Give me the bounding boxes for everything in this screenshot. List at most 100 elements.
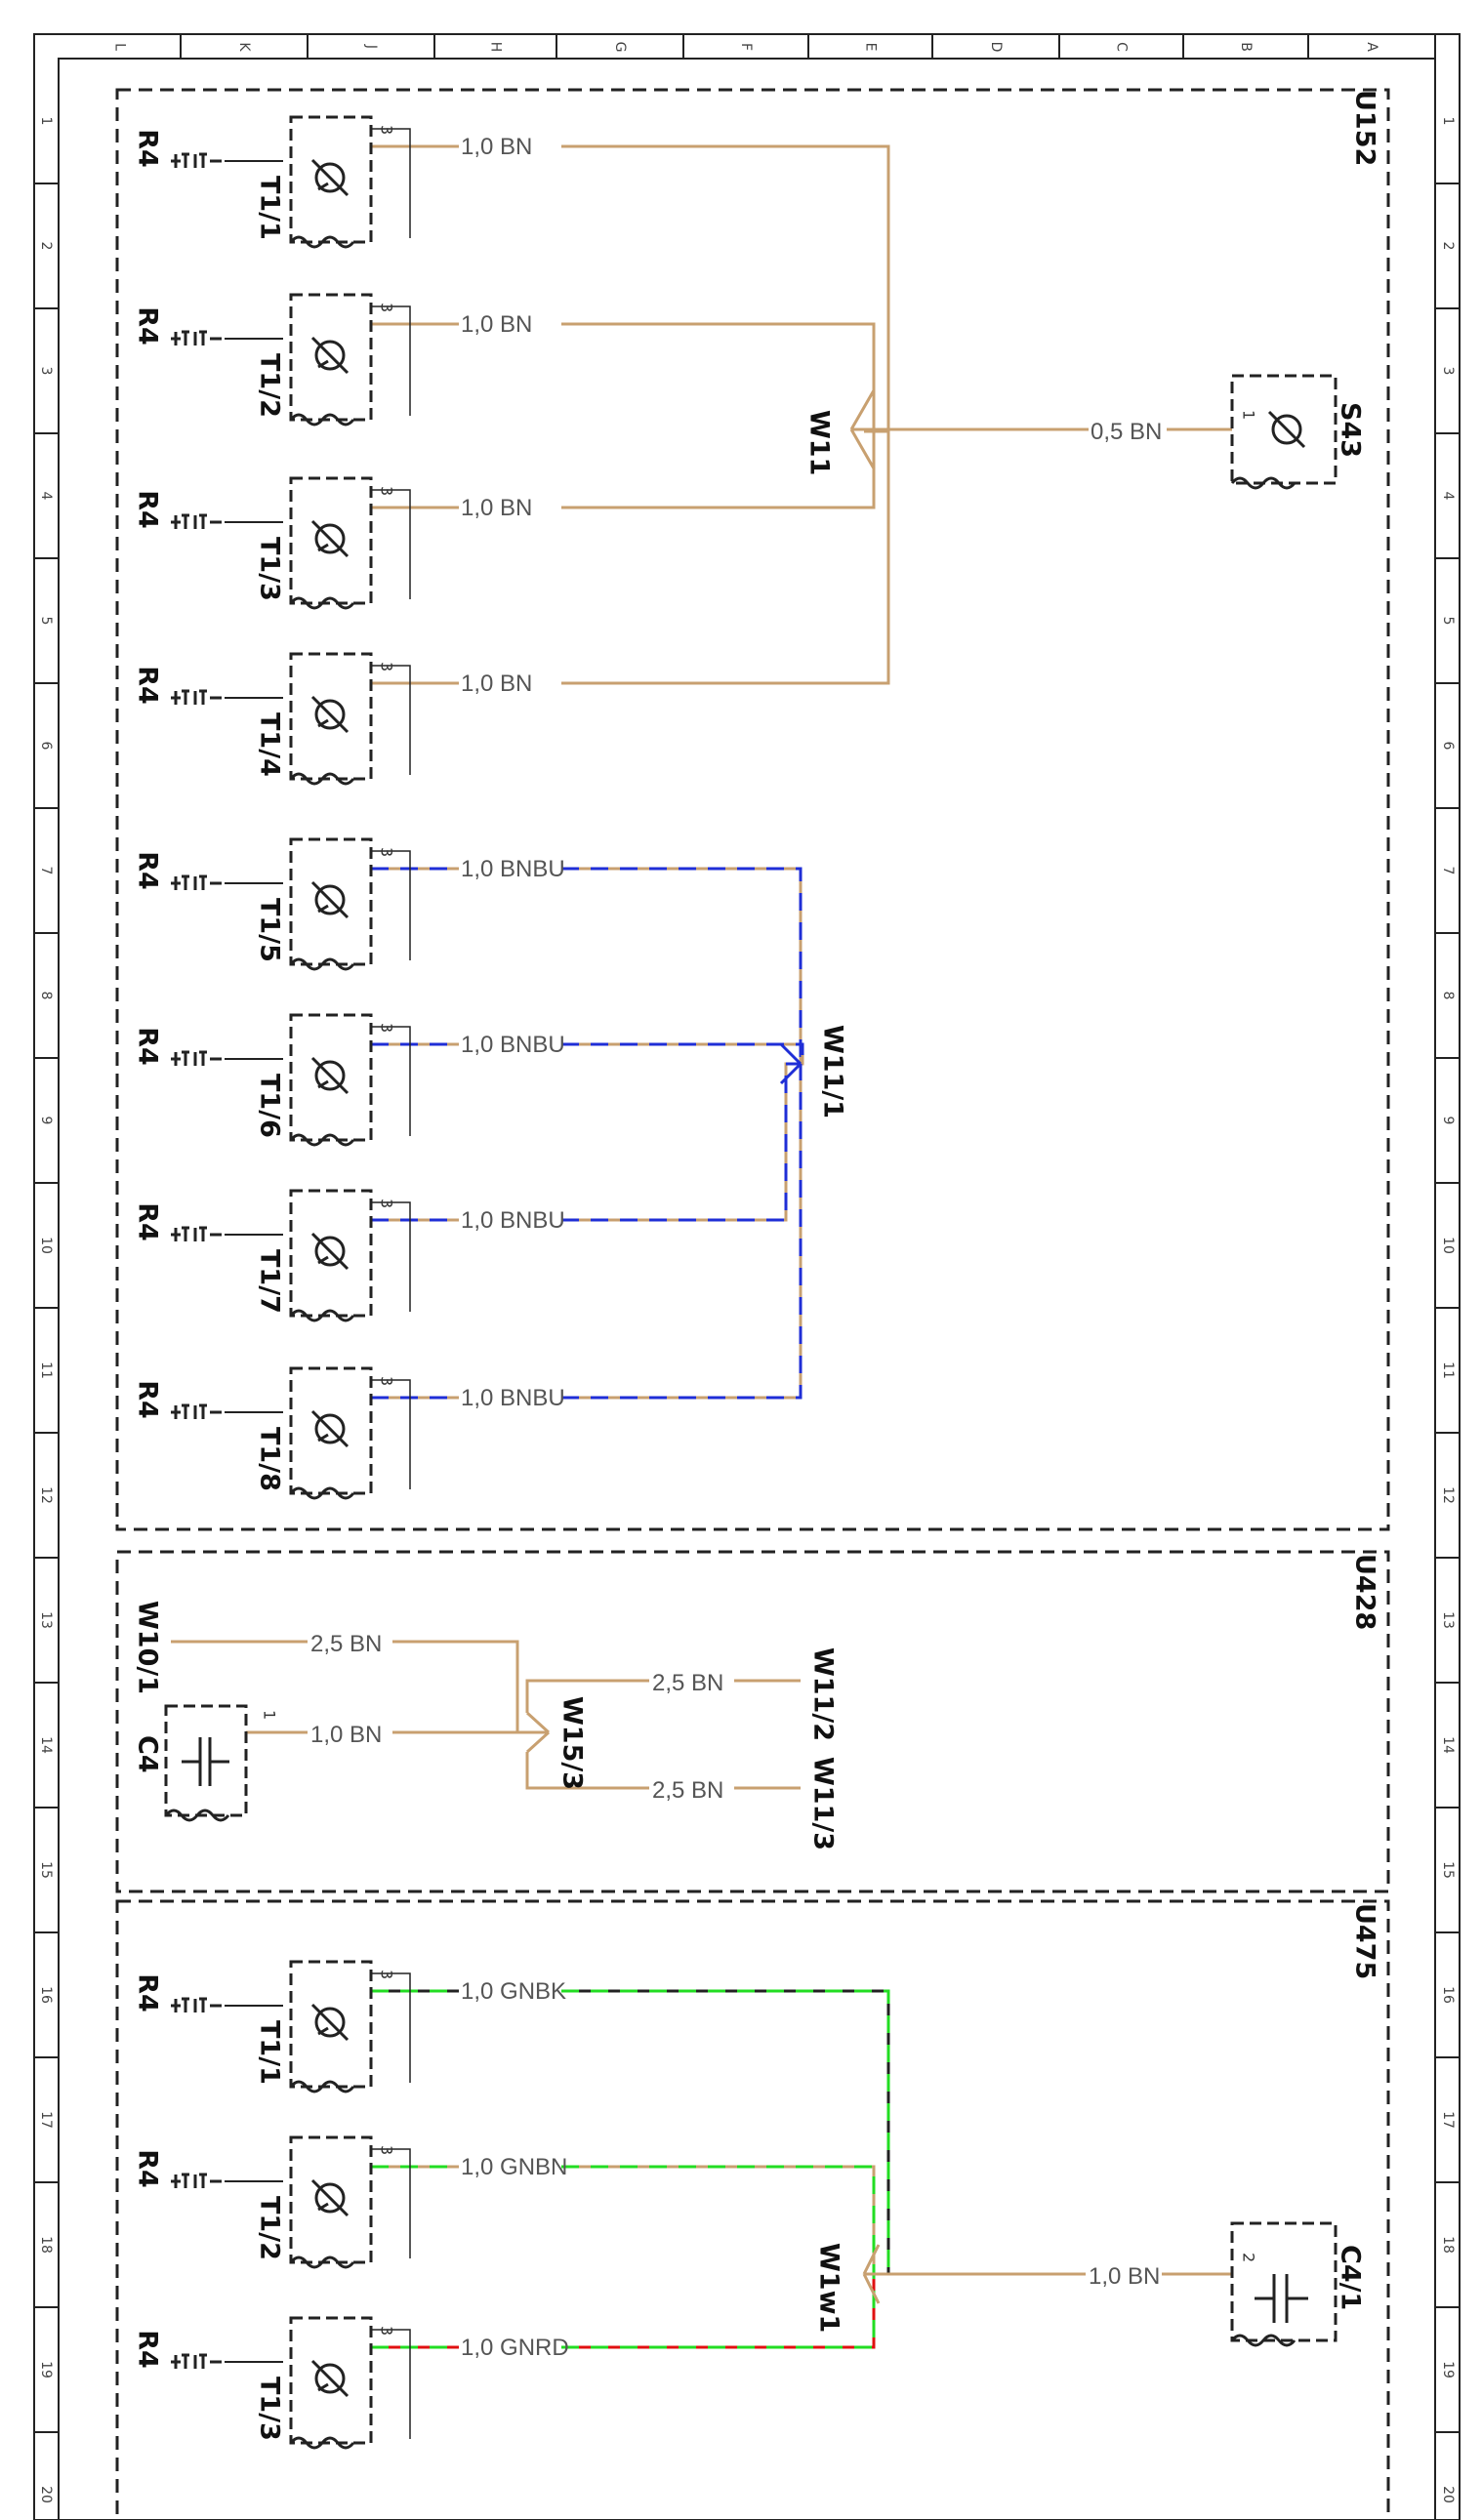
connector-icon [171, 1226, 222, 1241]
connector-icon [171, 1050, 222, 1066]
connector-icon [171, 2173, 222, 2188]
wires [171, 144, 1232, 2349]
sensor-id-label: T1/8 [255, 1427, 285, 1491]
grid-row-label-right: 20 [1440, 2486, 1456, 2503]
buzzer-icon-line [310, 1409, 350, 1448]
buzzer-icon-line [310, 2359, 350, 2398]
grid-row-label-right: 15 [1440, 1861, 1456, 1879]
buzzer-icon-line [310, 158, 350, 197]
ground-zigzag [289, 413, 355, 427]
sensor-connector-label: R4 [133, 129, 163, 168]
c4-box [164, 1704, 248, 1817]
ground-zigzag [289, 235, 355, 249]
grid-row-label-right: 5 [1440, 617, 1456, 626]
grid-row-label-left: 7 [38, 867, 54, 875]
pin-number: 3 [378, 1376, 396, 1386]
grid-row-label-left: 5 [38, 617, 54, 626]
grid-row-label-left: 3 [38, 367, 54, 376]
ground-zigzag [289, 2436, 355, 2450]
sensor-box [289, 1366, 373, 1495]
wire-label-c4: 1,0 BN [310, 1722, 382, 1748]
pin-frame [371, 2148, 411, 2258]
buzzer-icon [314, 2363, 346, 2394]
sensor-id-label: T1/2 [255, 353, 285, 418]
sensor-connector-label: R4 [133, 1973, 163, 2012]
capacitor-icon [182, 1737, 229, 1786]
grid-row-label-left: 9 [38, 1117, 54, 1125]
buzzer-icon-line [310, 1232, 350, 1271]
buzzer-icon [314, 523, 346, 554]
grid-row-label-right: 8 [1440, 992, 1456, 1000]
sensor-id-label: T1/1 [255, 176, 285, 240]
ground-zigzag [164, 1809, 230, 1822]
grid-row-label-left: 19 [38, 2361, 54, 2378]
connector-icon [171, 689, 222, 705]
sensor-connector-label: R4 [133, 2149, 163, 2188]
buzzer-icon [1271, 414, 1302, 445]
ground-zigzag [289, 2080, 355, 2093]
pin-frame [371, 1379, 411, 1489]
c4-label: C4 [133, 1735, 163, 1773]
buzzer-icon [314, 162, 346, 193]
ground-zigzag [289, 1309, 355, 1322]
module-label-u475: U475 [1350, 1903, 1380, 1979]
wire-label: 1,0 BNBU [461, 1032, 565, 1058]
sensor-connector-label: R4 [133, 1202, 163, 1241]
sensor-id-label: T1/1 [255, 2020, 285, 2085]
sensor-id-label: T1/4 [255, 712, 285, 777]
buzzer-icon-line [310, 880, 350, 919]
wire-label: 1,0 GNBK [461, 1978, 566, 2005]
pin-number: 1 [1240, 410, 1258, 420]
module-box-u428 [115, 1550, 1390, 1893]
buzzer-icon-line [310, 519, 350, 558]
grid-row-label-right: 14 [1440, 1736, 1456, 1754]
wire-label: 1,0 BNBU [461, 1385, 565, 1411]
buzzer-icon-line [310, 2003, 350, 2042]
buzzer-icon-line [310, 695, 350, 734]
grid-row-label-left: 10 [38, 1237, 54, 1254]
pin-number: 3 [378, 303, 396, 312]
splice-label-w11-3: W11/3 [808, 1757, 839, 1850]
module-boxes [115, 88, 1390, 2520]
grid-row-label-left: 4 [38, 492, 54, 501]
sensor-box [289, 2135, 373, 2264]
grid-col-label: G [612, 42, 628, 53]
grid-col-label: C [1114, 42, 1130, 52]
grid-row-label-left: 14 [38, 1736, 54, 1754]
grid-col-label: H [488, 42, 504, 53]
ground-zigzag [1230, 476, 1297, 490]
sensor-box [289, 837, 373, 966]
wire-run [561, 867, 803, 1064]
pin-number: 2 [1240, 2253, 1258, 2262]
pin-frame [371, 665, 411, 775]
c4-1-label: C4/1 [1336, 2245, 1366, 2310]
grid-row-label-right: 18 [1440, 2236, 1456, 2254]
connector-icon [171, 2353, 222, 2369]
sensor-connector-label: R4 [133, 1380, 163, 1419]
sheet-outer-frame [33, 33, 1461, 2520]
wire-label: 1,0 BN [461, 671, 532, 697]
buzzer-icon [314, 1236, 346, 1267]
wire-label-c4-1: 1,0 BN [1089, 2263, 1160, 2290]
grid-row-label-left: 16 [38, 1986, 54, 2004]
pin-number: 3 [378, 125, 396, 135]
wire-run [561, 429, 890, 685]
s43-box [1230, 374, 1338, 485]
pin-number: 3 [378, 1023, 396, 1033]
pin-number: 3 [378, 2326, 396, 2336]
wire-run-stripe [561, 867, 803, 1064]
wire-run [561, 1064, 803, 1400]
sensor-box [289, 2316, 373, 2445]
grid-col-label: B [1238, 42, 1254, 52]
ground-zigzag [289, 1486, 355, 1500]
splice-label-w15-3: W15/3 [557, 1696, 588, 1790]
grid-row-label-right: 3 [1440, 367, 1456, 376]
grid-col-label: J [363, 44, 379, 49]
ground-zigzag [289, 596, 355, 610]
sensor-box [289, 115, 373, 244]
wire-label: 1,0 BN [461, 134, 532, 160]
pin-frame [371, 1972, 411, 2083]
connector-icon [171, 1403, 222, 1419]
